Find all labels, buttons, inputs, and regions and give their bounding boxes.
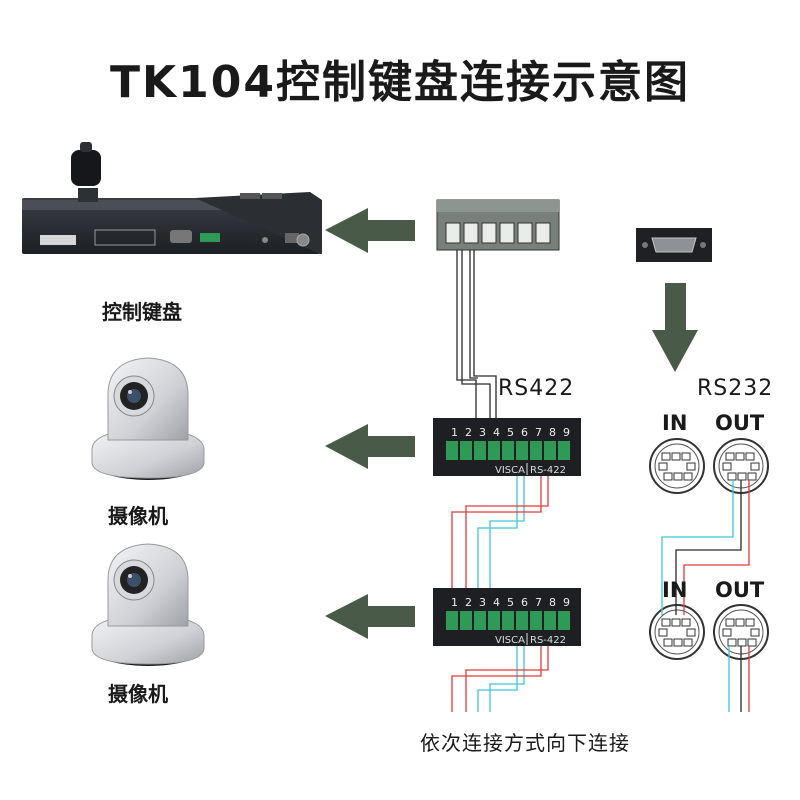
pin-label: 2 bbox=[465, 426, 472, 439]
keyboard-label: 控制键盘 bbox=[102, 300, 182, 324]
pin-label: 5 bbox=[507, 426, 514, 439]
ptz-camera-icon bbox=[91, 543, 205, 666]
db9-connector-icon bbox=[636, 228, 712, 262]
mini-din-connector-icon bbox=[713, 604, 769, 660]
pin-label: 9 bbox=[563, 596, 570, 609]
pin-label: 5 bbox=[507, 596, 514, 609]
pin-label: 4 bbox=[493, 596, 500, 609]
in-port-label: IN bbox=[662, 411, 688, 435]
rs422-next-wires bbox=[451, 646, 549, 712]
rs232-label: RS232 bbox=[697, 376, 774, 401]
pin-label: 8 bbox=[549, 596, 556, 609]
pin-label: 8 bbox=[549, 426, 556, 439]
out-port-label: OUT bbox=[715, 578, 765, 602]
mini-din-connector-icon bbox=[713, 438, 769, 494]
mini-din-connector-icon bbox=[649, 604, 705, 660]
left-arrow-icon bbox=[325, 424, 415, 469]
page-title: TK104控制键盘连接示意图 bbox=[110, 57, 690, 108]
pin-label: 6 bbox=[521, 596, 528, 609]
rs422-label: RS422 bbox=[498, 376, 575, 401]
left-arrow-icon bbox=[325, 594, 415, 639]
terminal-plug bbox=[436, 199, 560, 251]
visca-label: VISCA bbox=[495, 635, 525, 646]
pin-label: 1 bbox=[451, 596, 458, 609]
in-port-label: IN bbox=[662, 578, 688, 602]
terminal-pin-labels: 1 2 3 4 5 6 7 8 9 bbox=[451, 596, 570, 609]
pin-label: 3 bbox=[479, 596, 486, 609]
visca-label: VISCA bbox=[495, 465, 525, 476]
terminal-pin-labels: 1 2 3 4 5 6 7 8 9 bbox=[451, 426, 570, 439]
mini-din-connector-icon bbox=[649, 438, 705, 494]
pin-label: 2 bbox=[465, 596, 472, 609]
camera-label: 摄像机 bbox=[108, 504, 168, 528]
pin-label: 1 bbox=[451, 426, 458, 439]
pin-label: 6 bbox=[521, 426, 528, 439]
db9-port-icon bbox=[170, 230, 192, 243]
pin-label: 7 bbox=[535, 426, 542, 439]
terminal-block: 1 2 3 4 5 6 7 8 9 VISCA RS-422 bbox=[433, 418, 581, 476]
down-arrow-icon bbox=[652, 283, 698, 372]
terminal-block: 1 2 3 4 5 6 7 8 9 VISCA RS-422 bbox=[433, 588, 581, 646]
rs422-wire bbox=[456, 250, 497, 424]
camera-label: 摄像机 bbox=[108, 682, 168, 706]
footer-note: 依次连接方式向下连接 bbox=[420, 731, 630, 755]
pin-label: 9 bbox=[563, 426, 570, 439]
control-keyboard bbox=[22, 142, 322, 254]
rs422-port-label: RS-422 bbox=[530, 465, 566, 476]
joystick-icon bbox=[71, 150, 101, 186]
pin-label: 4 bbox=[493, 426, 500, 439]
pin-label: 3 bbox=[479, 426, 486, 439]
rs422-daisy-chain-wires bbox=[451, 476, 549, 588]
rs422-port-label: RS-422 bbox=[530, 635, 566, 646]
ptz-camera-icon bbox=[91, 357, 205, 480]
rs232-wires bbox=[661, 480, 750, 712]
pin-label: 7 bbox=[535, 596, 542, 609]
left-arrow-icon bbox=[325, 208, 415, 253]
out-port-label: OUT bbox=[715, 411, 765, 435]
